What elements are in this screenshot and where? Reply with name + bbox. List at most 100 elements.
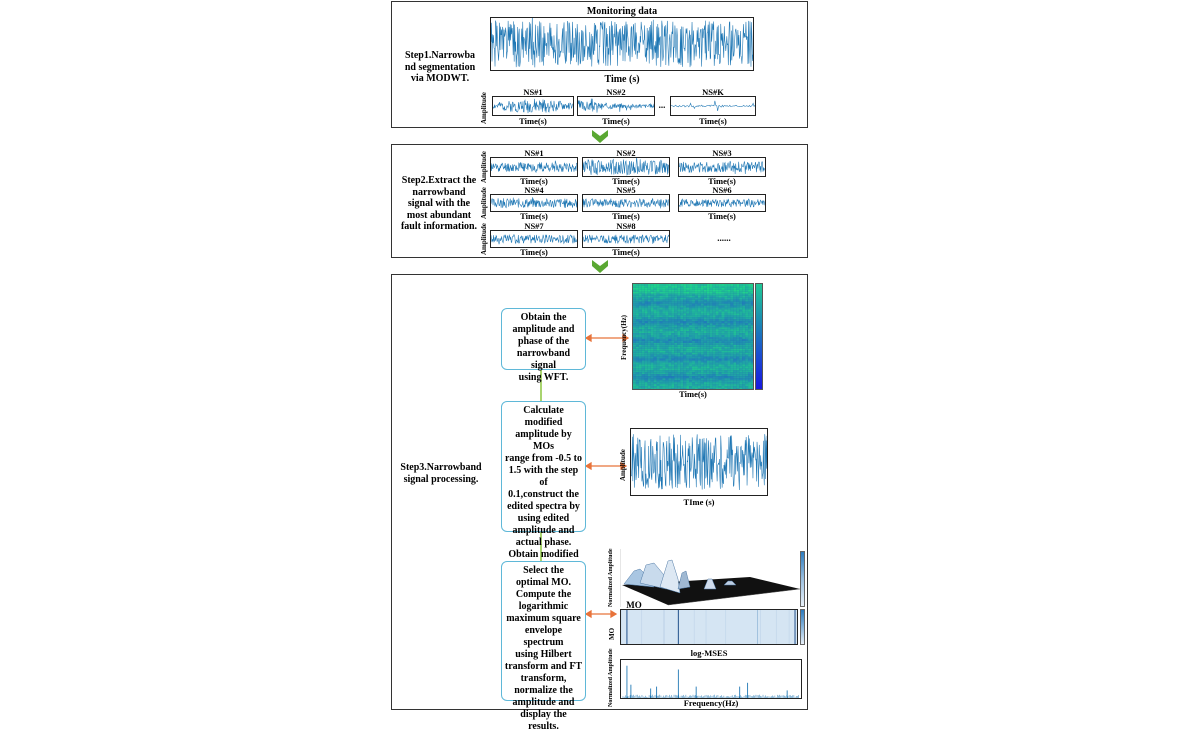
- spectrogram-cell: [665, 348, 669, 351]
- spectrogram-cell: [721, 336, 725, 339]
- spectrogram-cell: [692, 293, 695, 296]
- spectrogram-cell: [742, 362, 746, 365]
- spectrogram-cell: [694, 350, 698, 353]
- spectrogram-cell: [724, 315, 728, 318]
- spectrogram-cell: [727, 340, 731, 343]
- spectrogram-cell: [715, 372, 719, 375]
- spectrogram-cell: [671, 362, 675, 365]
- spectrogram-cell: [718, 344, 722, 347]
- spectrogram-cell: [730, 366, 734, 369]
- spectrogram-cell: [742, 388, 746, 389]
- spectrogram-cell: [644, 356, 648, 359]
- step2-ns5-wave: [583, 198, 669, 209]
- spectrogram-cell: [665, 309, 669, 312]
- spectrogram-cell: [677, 301, 681, 304]
- spectrogram-cell: [718, 364, 722, 367]
- spectrogram-cell: [709, 309, 713, 312]
- spectrogram-cell: [742, 370, 746, 373]
- spectrogram-cell: [739, 301, 743, 304]
- spectrogram-cell: [677, 307, 681, 310]
- spectrogram-cell: [703, 354, 707, 357]
- spectrogram-cell: [633, 384, 636, 387]
- spectrogram-cell: [703, 362, 707, 365]
- spectrogram-cell: [665, 329, 669, 332]
- spectrogram-cell: [736, 317, 740, 320]
- spectrogram-cell: [712, 374, 716, 377]
- spectrogram-cell: [742, 342, 746, 345]
- spectrogram-cell: [712, 313, 716, 316]
- spectrogram-cell: [677, 293, 681, 296]
- signal-trace: [631, 434, 767, 490]
- spectrogram-cell: [635, 293, 639, 296]
- spectrogram-plot: [632, 283, 754, 390]
- spectrogram-cell: [694, 305, 698, 308]
- spectrogram-cell: [733, 315, 737, 318]
- spectrogram-cell: [641, 319, 645, 322]
- spectrogram-cell: [742, 295, 746, 298]
- spectrogram-cell: [641, 325, 645, 328]
- spectrogram-cell: [638, 303, 642, 306]
- spectrogram-cell: [739, 297, 743, 300]
- spectrogram-cell: [700, 386, 704, 389]
- spectrogram-cell: [668, 327, 672, 330]
- spectrogram-cell: [694, 317, 698, 320]
- spectrogram-cell: [721, 348, 725, 351]
- spectrogram-cell: [677, 319, 681, 322]
- spectrogram-cell: [686, 344, 690, 347]
- spectrogram-cell: [745, 321, 749, 324]
- spectrogram-cell: [706, 317, 710, 320]
- spectrogram-cell: [703, 335, 707, 337]
- spectrogram-cell: [748, 313, 752, 316]
- step2-ns2-xlabel: Time(s): [612, 176, 640, 186]
- spectrogram-cell: [706, 336, 710, 339]
- spectrogram-cell: [638, 336, 642, 339]
- spectrogram-cell: [697, 313, 701, 316]
- spectrogram-cell: [724, 309, 728, 312]
- spectrogram-cell: [650, 299, 654, 302]
- spectrogram-cell: [638, 323, 642, 326]
- spectrogram-cell: [689, 342, 693, 345]
- spectrogram-cell: [721, 301, 725, 304]
- spectrogram-cell: [689, 331, 693, 334]
- spectrogram-cell: [686, 323, 690, 326]
- spectrogram-cell: [653, 368, 657, 371]
- spectrogram-cell: [659, 368, 663, 371]
- spectrogram-cell: [671, 297, 675, 300]
- spectrogram-cell: [733, 309, 737, 312]
- spectrogram-cell: [736, 342, 740, 345]
- spectrogram-cell: [674, 287, 678, 290]
- spectrogram-cell: [680, 342, 684, 345]
- spectrogram-cell: [712, 358, 716, 361]
- spectrogram-cell: [659, 338, 663, 341]
- spectrogram-cell: [730, 319, 734, 322]
- spectrogram-cell: [709, 325, 713, 328]
- spectrogram-cell: [748, 295, 752, 298]
- spectrogram-cell: [674, 293, 678, 296]
- spectrogram-cell: [683, 297, 687, 300]
- spectrogram-cell: [694, 370, 698, 373]
- spectrogram-cell: [656, 340, 660, 343]
- spectrogram-cell: [751, 295, 753, 298]
- spectrogram-cell: [633, 350, 636, 353]
- spectrogram-cell: [680, 321, 684, 324]
- spectrogram-cell: [671, 291, 675, 294]
- spectrogram-cell: [724, 356, 728, 359]
- spectrogram-cell: [724, 388, 728, 389]
- spectrogram-cell: [683, 309, 687, 312]
- spectrogram-cell: [721, 364, 725, 367]
- spectrogram-cell: [700, 346, 704, 349]
- spectrogram-cell: [665, 307, 669, 310]
- spectrogram-cell: [745, 327, 749, 330]
- spectrogram-cell: [647, 305, 651, 308]
- spectrogram-cell: [724, 295, 728, 298]
- spectrogram-cell: [641, 287, 645, 290]
- spectrogram-cell: [694, 301, 698, 304]
- spectrogram-cell: [718, 293, 722, 296]
- spectrogram-cell: [727, 329, 731, 332]
- spectrogram-cell: [665, 360, 669, 363]
- spectrogram-cell: [659, 374, 663, 377]
- spectrogram-cell: [656, 327, 660, 330]
- spectrogram-cell: [718, 305, 722, 308]
- spectrogram-cell: [745, 350, 749, 353]
- spectrogram-cell: [633, 374, 636, 377]
